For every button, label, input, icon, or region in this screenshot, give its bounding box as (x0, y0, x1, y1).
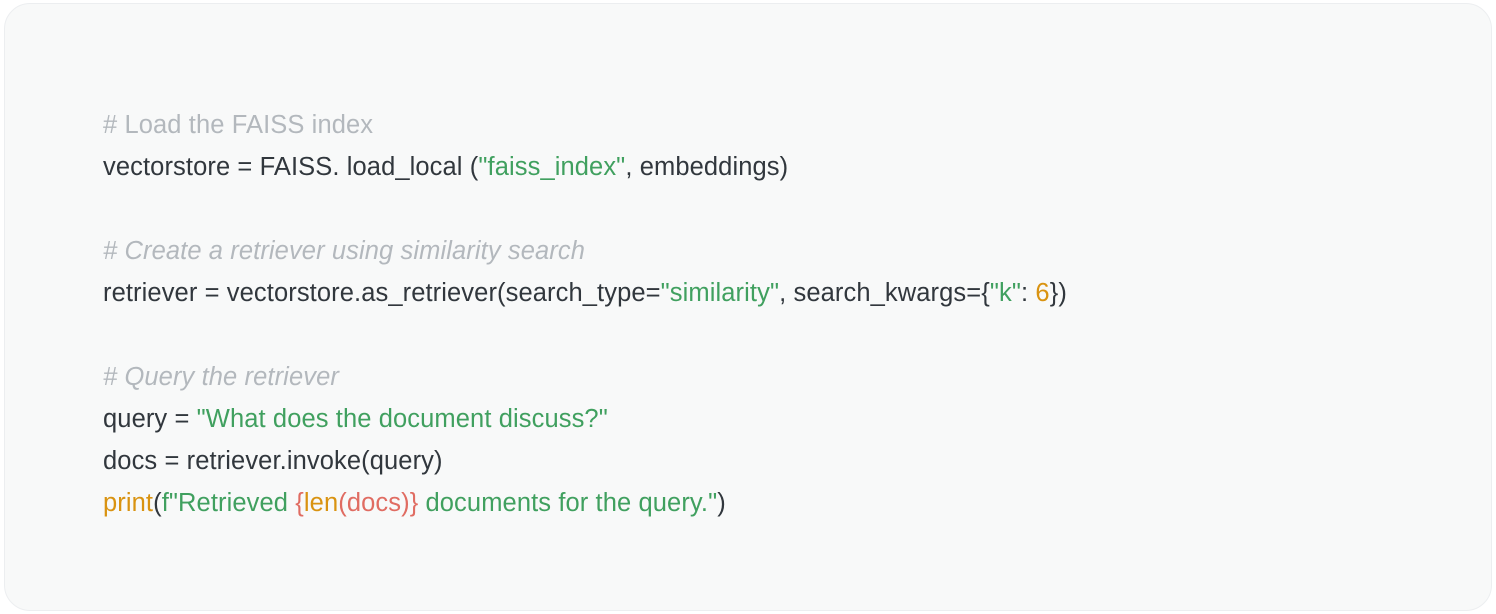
token-plain: , embeddings) (625, 153, 789, 181)
token-comment-i: # Query the retriever (103, 363, 339, 391)
token-func: len (303, 489, 339, 517)
token-interp: (docs) (338, 489, 410, 517)
token-string: documents for the query." (418, 489, 718, 517)
token-string: f"Retrieved (161, 489, 296, 517)
token-plain: , search_kwargs={ (779, 279, 990, 307)
token-string: "k" (989, 279, 1022, 307)
line-retriever-assign: retriever = vectorstore.as_retriever(sea… (103, 272, 1471, 314)
token-plain: docs = retriever.invoke(query) (103, 447, 443, 475)
token-plain: vectorstore = FAISS. load_local ( (103, 153, 479, 181)
token-interp: } (409, 489, 419, 517)
token-plain: : (1021, 279, 1036, 307)
token-string: "faiss_index" (478, 153, 626, 181)
token-func: print (103, 489, 154, 517)
token-string: "What does the document discuss?" (196, 405, 608, 433)
token-interp: { (295, 489, 304, 517)
token-plain: query = (103, 405, 197, 433)
token-comment: # Load the FAISS index (103, 111, 374, 139)
line-blank-1 (103, 188, 1471, 230)
line-comment-create-retriever: # Create a retriever using similarity se… (103, 230, 1471, 272)
token-plain: retriever = vectorstore.as_retriever(sea… (103, 279, 661, 307)
line-vectorstore-load: vectorstore = FAISS. load_local ("faiss_… (103, 146, 1471, 188)
line-blank-2 (103, 314, 1471, 356)
token-plain: }) (1049, 279, 1067, 307)
code-snippet-card: # Load the FAISS index vectorstore = FAIS… (4, 3, 1492, 611)
line-comment-load-index: # Load the FAISS index (103, 104, 1471, 146)
token-plain: ) (717, 489, 726, 517)
token-number: 6 (1035, 279, 1050, 307)
line-print-result: print(f"Retrieved {len(docs)} documents … (103, 482, 1471, 524)
line-comment-query-retriever: # Query the retriever (103, 356, 1471, 398)
line-query-assign: query = "What does the document discuss?… (103, 398, 1471, 440)
token-string: "similarity" (660, 279, 780, 307)
code-block[interactable]: # Load the FAISS index vectorstore = FAIS… (103, 104, 1471, 524)
line-docs-invoke: docs = retriever.invoke(query) (103, 440, 1471, 482)
token-plain: ( (153, 489, 162, 517)
token-comment-i: # Create a retriever using similarity se… (103, 237, 585, 265)
